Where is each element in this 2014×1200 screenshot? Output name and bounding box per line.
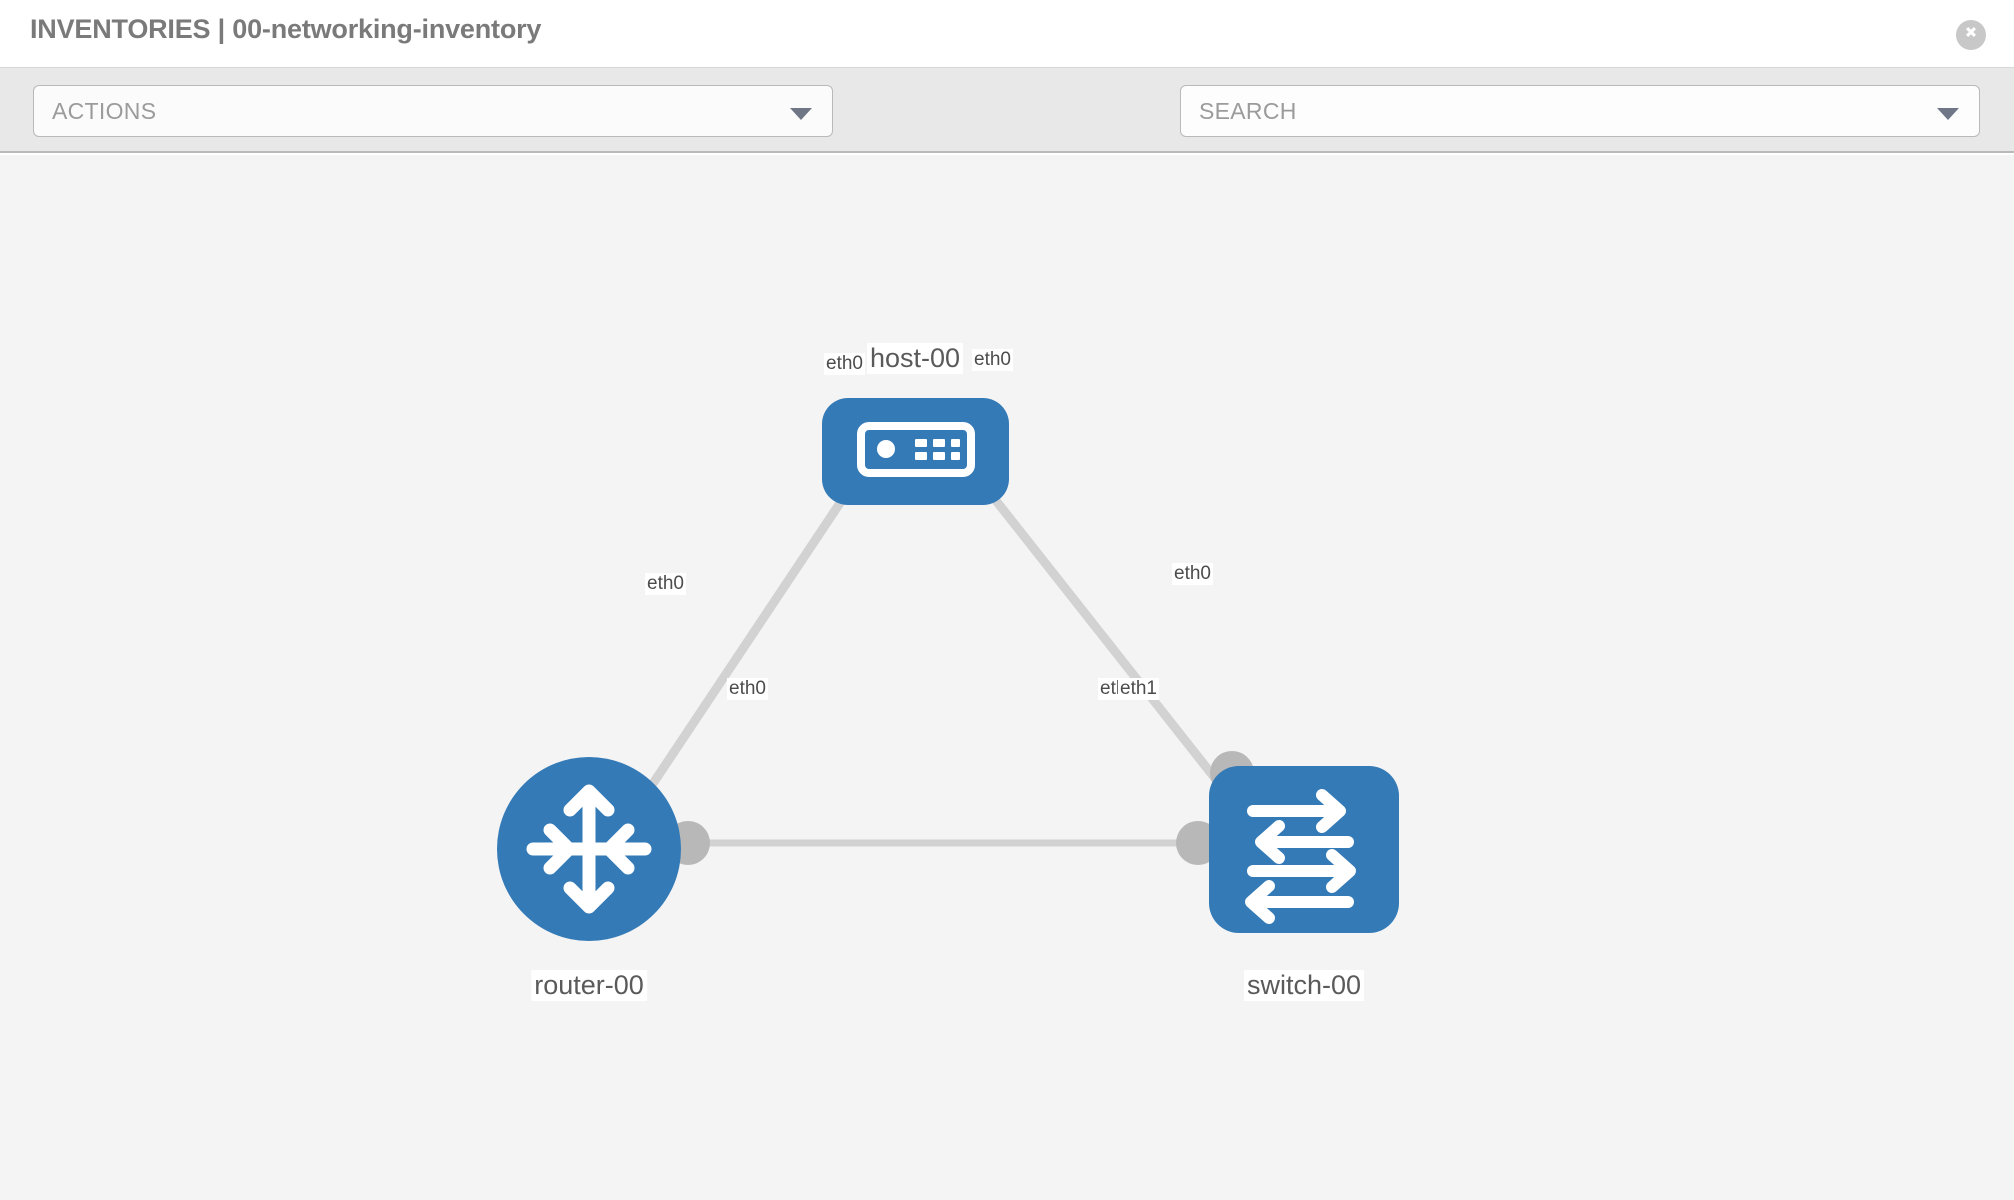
- actions-dropdown[interactable]: ACTIONS: [33, 85, 833, 137]
- close-icon[interactable]: [1956, 20, 1986, 50]
- node-label-switch: switch-00: [1243, 970, 1365, 1001]
- router-arrows-icon: [526, 784, 652, 914]
- server-ports-icon: [915, 439, 960, 460]
- toolbar: ACTIONS SEARCH: [0, 68, 2014, 199]
- link-host-switch: [956, 452, 1244, 813]
- node-switch-00[interactable]: [1209, 766, 1399, 933]
- iface-label: eth0: [645, 573, 686, 595]
- node-label-router: router-00: [531, 970, 647, 1001]
- topology-canvas[interactable]: eth0 eth0 eth0 eth0 eth0 eth0 eth1 host-…: [0, 155, 2014, 1200]
- iface-label: eth0: [972, 349, 1013, 371]
- iface-label: eth0: [727, 678, 768, 700]
- search-placeholder: SEARCH: [1199, 98, 1297, 124]
- search-input[interactable]: SEARCH: [1180, 85, 1980, 137]
- topology-graph: [497, 398, 1399, 941]
- actions-dropdown-label: ACTIONS: [52, 98, 157, 124]
- node-label-host: host-00: [866, 343, 964, 374]
- topology-links: [628, 452, 1244, 847]
- server-led-icon: [877, 440, 895, 458]
- page-header: INVENTORIES | 00-networking-inventory: [0, 0, 2014, 68]
- iface-label: eth0: [1172, 563, 1213, 585]
- chevron-down-icon: [1937, 108, 1959, 120]
- node-router-00[interactable]: [497, 757, 681, 941]
- page-title: INVENTORIES | 00-networking-inventory: [30, 14, 542, 44]
- node-host-00[interactable]: [822, 398, 1009, 505]
- switch-arrows-icon: [1245, 789, 1356, 924]
- link-host-router: [628, 452, 876, 818]
- iface-label: eth0: [824, 353, 865, 375]
- iface-label: eth1: [1118, 678, 1159, 700]
- chevron-down-icon: [790, 108, 812, 120]
